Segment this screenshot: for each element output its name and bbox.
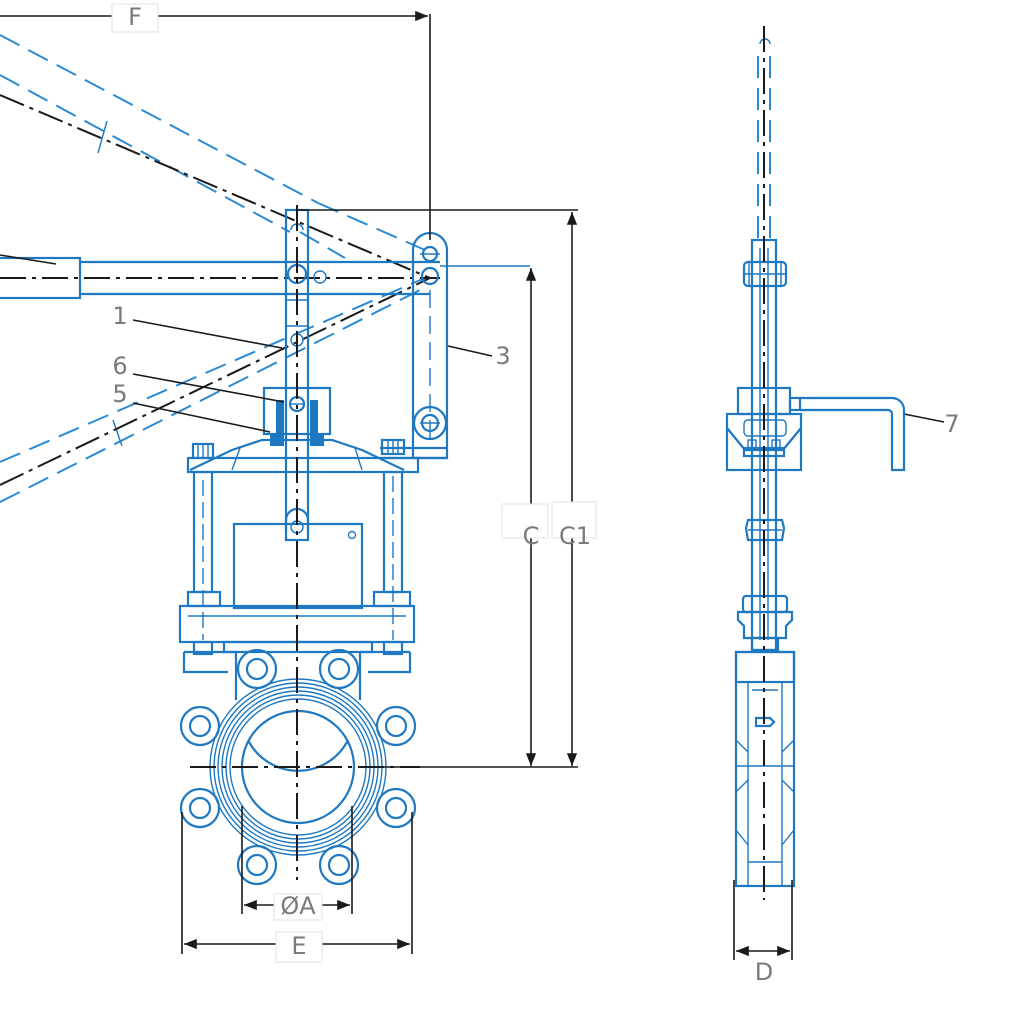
callout-3: 3: [495, 342, 510, 370]
front-view: [0, 34, 449, 886]
dimension-d: [733, 880, 793, 960]
dim-label-c1: C1: [559, 522, 591, 550]
dim-label-d: D: [755, 958, 773, 986]
bolt-lugs: [179, 648, 417, 886]
labels: F C C1 ØA E D 1 6 5 3 7: [112, 3, 959, 986]
callout-leaders: [132, 319, 945, 433]
lever-phantom-upper: [0, 34, 431, 279]
side-lever: [788, 396, 906, 472]
dim-label-e: E: [291, 932, 306, 960]
dim-label-a: ØA: [280, 892, 316, 920]
lever-handle: [0, 254, 440, 300]
stem: [284, 208, 327, 542]
side-view: [725, 26, 906, 960]
side-body: [734, 650, 796, 888]
link-arm: [380, 231, 449, 460]
tie-rod-right: [372, 438, 412, 640]
callout-1: 1: [112, 302, 127, 330]
dim-label-f: F: [128, 3, 142, 31]
dim-label-c: C: [523, 522, 540, 550]
dimensions-front: [0, 3, 597, 963]
callout-6: 6: [112, 352, 127, 380]
callout-5: 5: [112, 380, 127, 408]
tie-rod-left: [186, 442, 222, 640]
gland: [186, 386, 420, 474]
callout-7: 7: [944, 410, 959, 438]
lever-phantom-lower: [0, 277, 431, 503]
